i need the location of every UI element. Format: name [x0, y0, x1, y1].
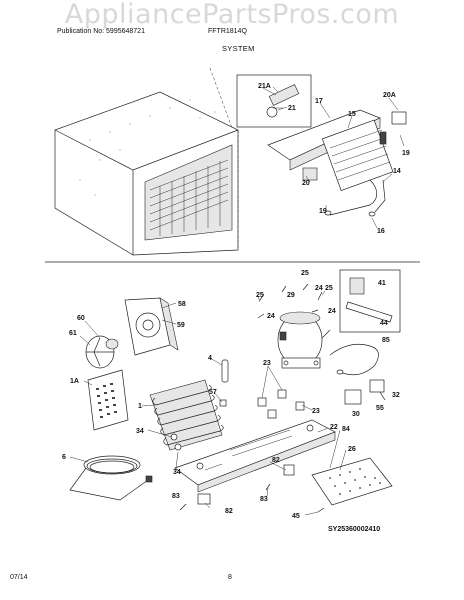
- callout-20a: 20A: [383, 92, 396, 99]
- callout-22: 22: [330, 424, 338, 431]
- compressor: [277, 311, 331, 369]
- callout-84: 84: [342, 426, 350, 433]
- callout-17: 17: [315, 98, 323, 105]
- callout-82-b: 82: [225, 508, 233, 515]
- callout-23-b: 23: [312, 408, 320, 415]
- callout-24-c: 24: [328, 308, 336, 315]
- callout-24-a: 24: [315, 285, 323, 292]
- drain-pan-26: [311, 457, 393, 506]
- callout-85: 85: [382, 337, 390, 344]
- bottom-leaders: [69, 290, 347, 516]
- callout-59: 59: [177, 322, 185, 329]
- fan-shroud: [124, 297, 179, 356]
- callout-labels: 21A 21 17 15 20A 19 20 14 19 16 25 25 29…: [62, 83, 410, 533]
- condenser-coil: [149, 379, 224, 451]
- callout-29: 29: [287, 292, 295, 299]
- inset-box-21: [236, 74, 312, 128]
- inset-box-41: [339, 269, 401, 333]
- callout-55: 55: [376, 405, 384, 412]
- callout-34-a: 34: [136, 428, 144, 435]
- callout-1a: 1A: [70, 378, 79, 385]
- mounting-pins: [257, 283, 323, 319]
- diagram-reference: SY25360002410: [328, 526, 380, 533]
- callout-32: 32: [392, 392, 400, 399]
- callout-4: 4: [208, 355, 212, 362]
- callout-34-b: 34: [173, 469, 181, 476]
- callout-20: 20: [302, 180, 310, 187]
- drain-tube-85: [329, 343, 379, 376]
- air-baffle-1a: [87, 369, 129, 431]
- model-number: FFTR1814Q: [208, 28, 247, 35]
- callout-57: 57: [209, 389, 217, 396]
- callout-19-mid: 19: [319, 208, 327, 215]
- power-cord: [69, 455, 153, 501]
- callout-14: 14: [393, 168, 401, 175]
- callout-83-a: 83: [172, 493, 180, 500]
- small-parts: [170, 359, 325, 513]
- callout-45: 45: [292, 513, 300, 520]
- callout-25-c: 25: [325, 285, 333, 292]
- watermark: AppliancePartsPros.com: [64, 0, 400, 30]
- section-title: SYSTEM: [222, 44, 255, 53]
- callout-16: 16: [377, 228, 385, 235]
- callout-23-a: 23: [263, 360, 271, 367]
- top-leaders: [272, 86, 405, 229]
- callout-25-a: 25: [301, 270, 309, 277]
- callout-25-b: 25: [256, 292, 264, 299]
- callout-44: 44: [380, 320, 388, 327]
- callout-61: 61: [69, 330, 77, 337]
- callout-41: 41: [378, 280, 386, 287]
- callout-19-top: 19: [402, 150, 410, 157]
- callout-58: 58: [178, 301, 186, 308]
- callout-60: 60: [77, 315, 85, 322]
- relay-overload-30-55: [344, 379, 386, 405]
- footer-date: 07/14: [10, 574, 28, 581]
- condenser-fan: [85, 335, 119, 369]
- callout-82-a: 82: [272, 457, 280, 464]
- callout-21: 21: [288, 105, 296, 112]
- callout-1: 1: [138, 403, 142, 410]
- machine-base-pan: [174, 419, 336, 493]
- evaporator-assembly: [267, 109, 407, 217]
- callout-6: 6: [62, 454, 66, 461]
- publication-number: Publication No: 5995648721: [57, 28, 145, 35]
- page-number: 8: [228, 574, 232, 581]
- callout-83-b: 83: [260, 496, 268, 503]
- cabinet-illustration: [54, 67, 239, 256]
- callout-30: 30: [352, 411, 360, 418]
- callout-15: 15: [348, 111, 356, 118]
- callout-21a: 21A: [258, 83, 271, 90]
- compressor-grommets: [257, 389, 305, 419]
- callout-26: 26: [348, 446, 356, 453]
- callout-24-b: 24: [267, 313, 275, 320]
